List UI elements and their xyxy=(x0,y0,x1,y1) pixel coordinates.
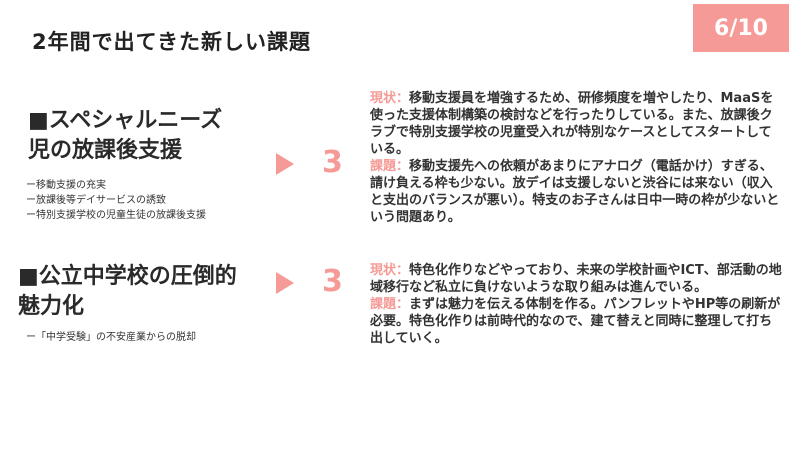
issue-text: 移動支援先への依頼があまりにアナログ（電話かけ）すぎる、請け負える枠も少ない。放… xyxy=(370,159,780,225)
item-score-1: 3 xyxy=(322,145,343,180)
item-heading-1: ■スペシャルニーズ 児の放課後支援 xyxy=(28,106,222,166)
current-status-text: 移動支援員を増強するため、研修頻度を増やしたり、MaaSを使った支援体制構築の検… xyxy=(370,91,774,157)
item-score-2: 3 xyxy=(322,264,343,299)
issue-text: まずは魅力を伝える体制を作る。パンフレットやHP等の刷新が必要。特色化作りは前時… xyxy=(370,297,781,346)
item-heading-1-line2: 児の放課後支援 xyxy=(28,138,183,163)
right-triangle-arrow-icon xyxy=(276,272,294,294)
slide-title: 2年間で出てきた新しい課題 xyxy=(32,30,311,54)
bullet-item: ー「中学受験」の不安産業からの脱却 xyxy=(26,332,196,343)
current-status-label: 現状： xyxy=(370,91,410,106)
item-heading-2: ■公立中学校の圧倒的 魅力化 xyxy=(18,262,237,322)
issue-label: 課題： xyxy=(370,297,410,312)
current-status-paragraph: 現状：特色化作りなどやっており、未来の学校計画やICT、部活動の地域移行など私立… xyxy=(370,262,782,296)
bullet-item: ー放課後等デイサービスの誘致 xyxy=(26,195,166,206)
current-status-text: 特色化作りなどやっており、未来の学校計画やICT、部活動の地域移行など私立に負け… xyxy=(370,263,782,295)
issue-label: 課題： xyxy=(370,159,410,174)
item-heading-2-line2: 魅力化 xyxy=(18,294,85,319)
bullet-item: ー移動支援の充実 xyxy=(26,180,106,191)
issue-paragraph: 課題：移動支援先への依頼があまりにアナログ（電話かけ）すぎる、請け負える枠も少な… xyxy=(370,158,782,226)
item-bullets-1: ー移動支援の充実 ー放課後等デイサービスの誘致 ー特別支援学校の児童生徒の放課後… xyxy=(26,178,206,223)
page-number-badge: 6/10 xyxy=(693,4,789,52)
item-heading-1-line1: ■スペシャルニーズ xyxy=(28,108,223,133)
bullet-item: ー特別支援学校の児童生徒の放課後支援 xyxy=(26,210,206,221)
right-triangle-arrow-icon xyxy=(276,153,294,175)
current-status-label: 現状： xyxy=(370,263,410,278)
item-bullets-2: ー「中学受験」の不安産業からの脱却 xyxy=(26,330,196,345)
item-detail-1: 現状：移動支援員を増強するため、研修頻度を増やしたり、MaaSを使った支援体制構… xyxy=(370,90,782,226)
issue-paragraph: 課題：まずは魅力を伝える体制を作る。パンフレットやHP等の刷新が必要。特色化作り… xyxy=(370,296,782,347)
current-status-paragraph: 現状：移動支援員を増強するため、研修頻度を増やしたり、MaaSを使った支援体制構… xyxy=(370,90,782,158)
item-heading-2-line1: ■公立中学校の圧倒的 xyxy=(18,264,237,289)
item-detail-2: 現状：特色化作りなどやっており、未来の学校計画やICT、部活動の地域移行など私立… xyxy=(370,262,782,347)
